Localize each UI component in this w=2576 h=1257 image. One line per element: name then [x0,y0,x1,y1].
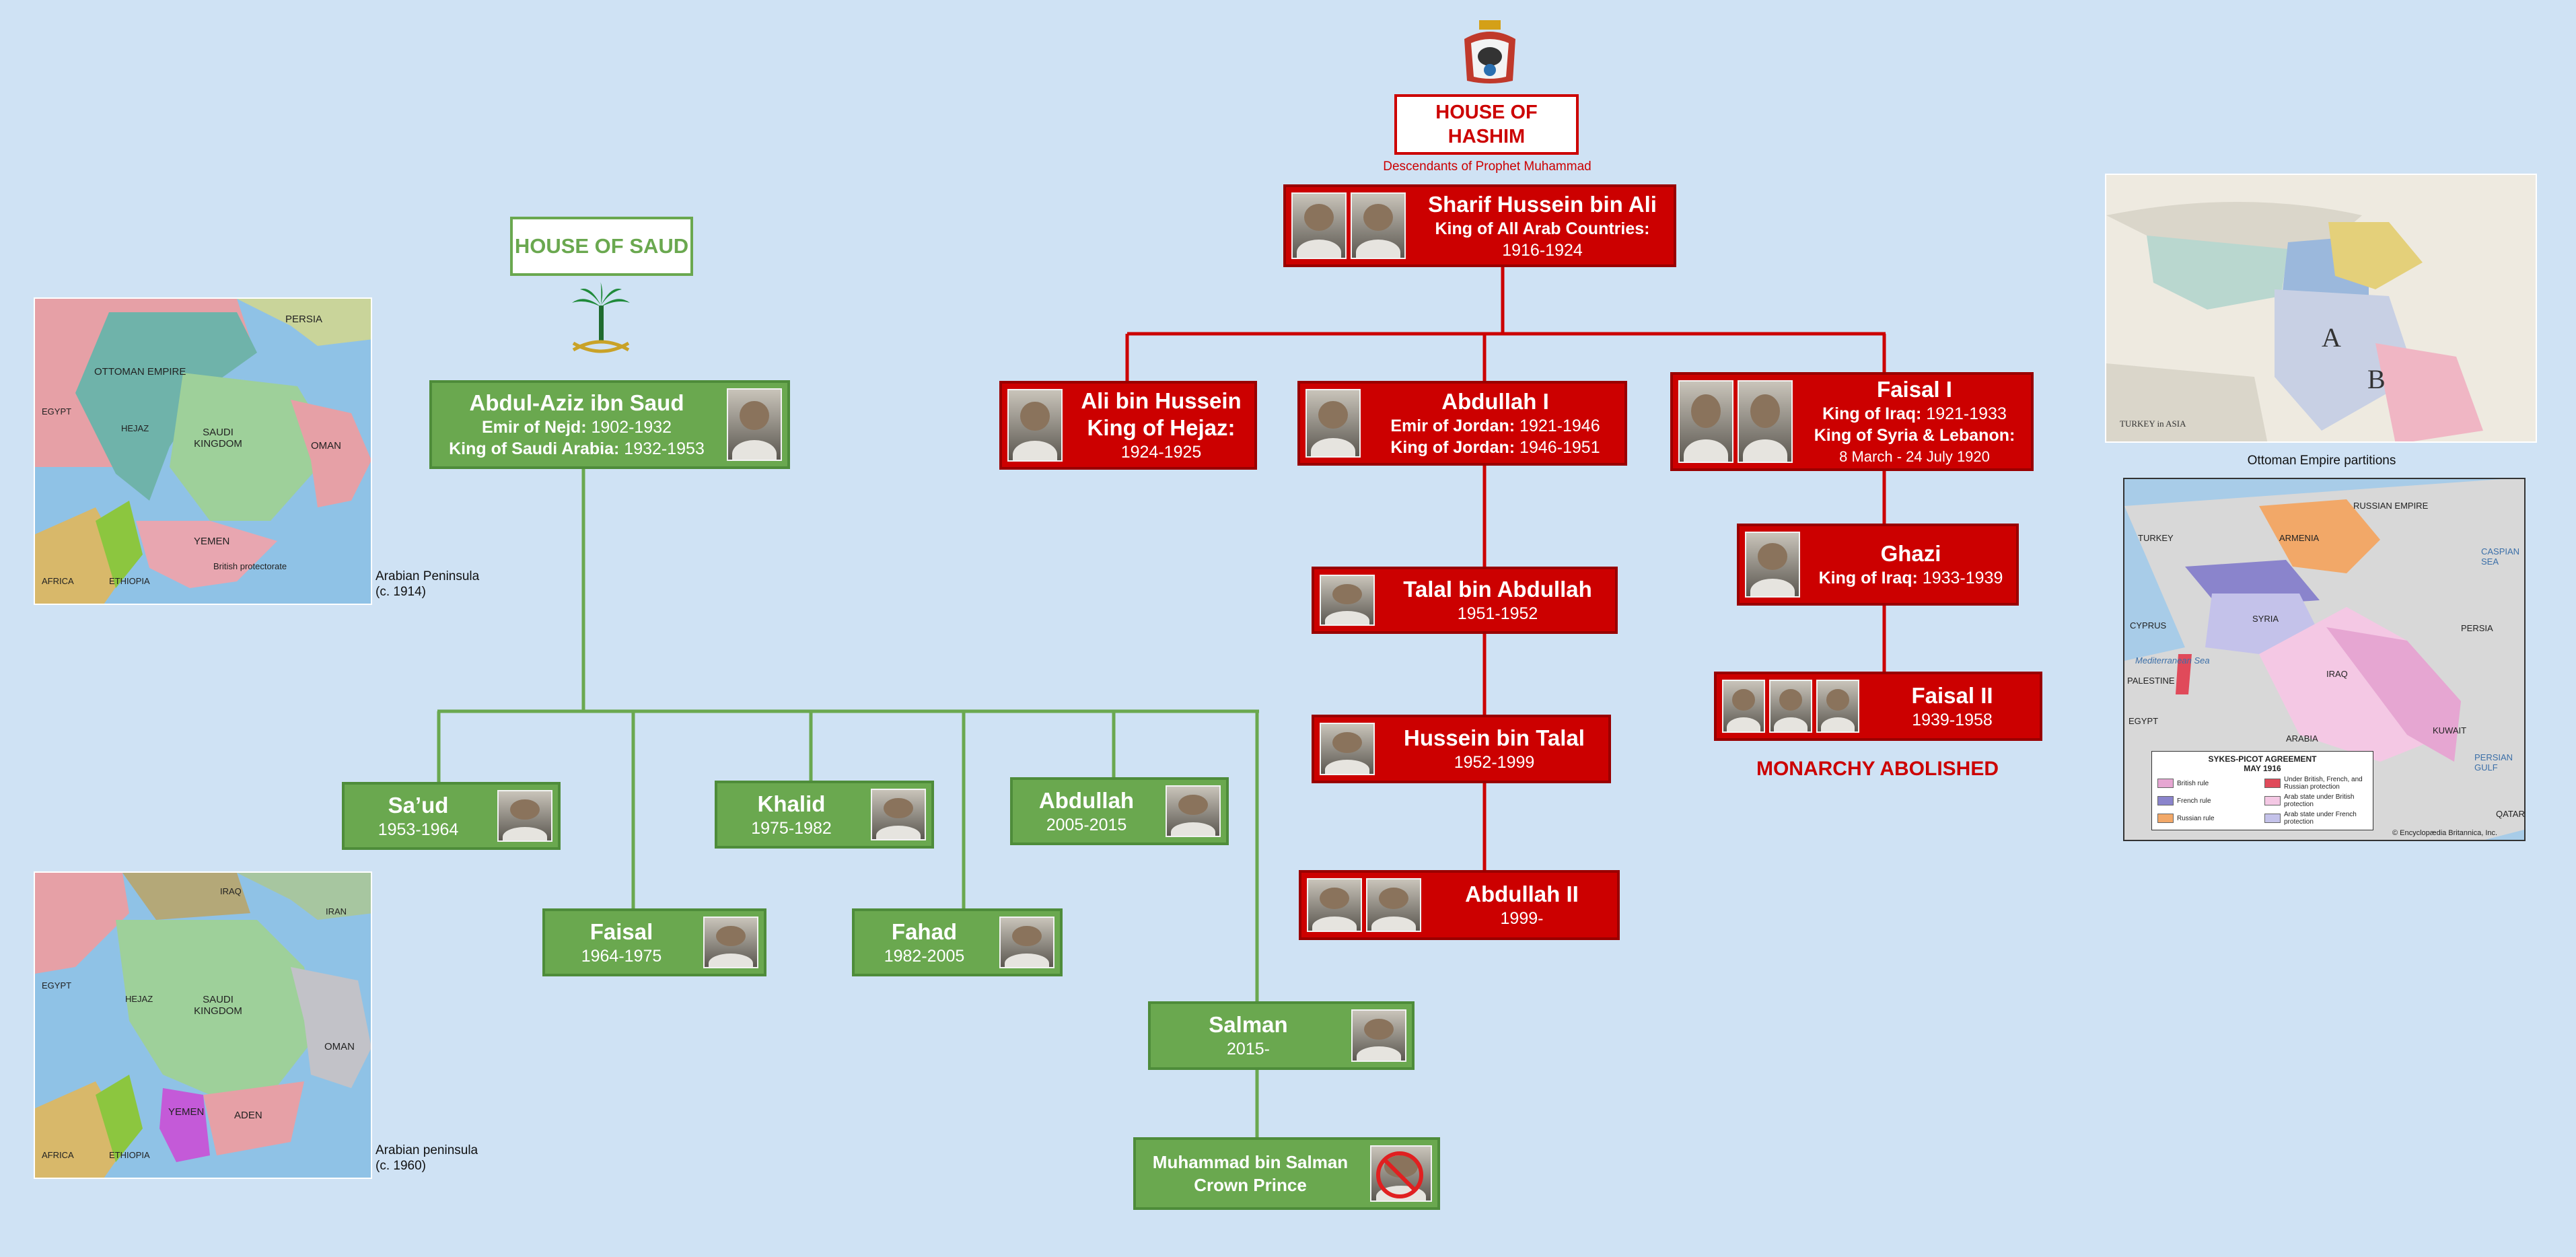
legend-label: Arab state under British protection [2284,793,2355,808]
person-name: Faisal I [1877,376,1952,402]
box-salman: Salman 2015- [1148,1001,1415,1070]
person-name: Abdul-Aziz ibn Saud [469,390,684,415]
map-arabian-peninsula-1914: OTTOMAN EMPIRE SAUDI KINGDOM PERSIA YEME… [34,297,372,605]
box-fahad: Fahad 1982-2005 [852,908,1063,976]
map-sykes-picot: RUSSIAN EMPIRE TURKEY ARMENIA SYRIA IRAQ… [2123,478,2526,841]
person-name: Hussein bin Talal [1404,725,1585,750]
portrait-photo [1320,575,1375,626]
portrait-photo [999,917,1054,968]
legend-entry: French rule [2157,793,2260,808]
box-talal-bin-abdullah: Talal bin Abdullah 1951-1952 [1312,567,1618,634]
legend-swatch [2157,796,2174,805]
box-hussein-bin-talal: Hussein bin Talal 1952-1999 [1312,715,1611,783]
legend-entry: Under British, French, and Russian prote… [2264,776,2367,791]
legend-entry: Arab state under French protection [2264,811,2367,826]
portrait-photo [703,917,758,968]
portrait-photo [1366,878,1421,932]
legend-label: French rule [2177,797,2211,805]
portrait-photo [1007,389,1063,462]
box-faisal-i: Faisal I King of Iraq: 1921-1933 King of… [1670,372,2034,471]
legend-label: Arab state under French protection [2284,811,2357,826]
portrait-photo [1320,723,1375,775]
person-name: Sa’ud [388,792,449,818]
person-name: Sharif Hussein bin Ali [1428,191,1657,217]
person-name: Muhammad bin Salman [1152,1152,1349,1172]
box-sharif-hussein: Sharif Hussein bin Ali King of All Arab … [1283,184,1676,267]
monarchy-abolished-label: MONARCHY ABOLISHED [1756,758,1999,780]
jordan-coat-of-arms-icon [1459,19,1521,85]
person-name: Talal bin Abdullah [1403,577,1592,602]
box-khalid: Khalid 1975-1982 [715,781,934,849]
box-muhammad-bin-salman: Muhammad bin Salman Crown Prince [1133,1137,1440,1210]
box-ghazi: Ghazi King of Iraq: 1933-1939 [1737,524,2019,606]
person-name: Fahad [891,919,958,944]
portrait-photo [497,790,552,842]
map-arabian-peninsula-1960: SAUDI KINGDOM IRAQ IRAN YEMEN ADEN OMAN … [34,871,372,1179]
sykes-picot-legend: SYKES-PICOT AGREEMENT MAY 1916 British r… [2151,751,2373,830]
box-ali-bin-hussein: Ali bin Hussein King of Hejaz: 1924-1925 [999,381,1257,470]
legend-entry: Russian rule [2157,811,2260,826]
legend-label: Under British, French, and Russian prote… [2284,776,2363,791]
legend-label: Russian rule [2177,814,2215,822]
house-of-saud-title: HOUSE OF SAUD [510,217,693,276]
box-faisal-ii: Faisal II 1939-1958 [1714,672,2042,741]
portrait-photo [1745,532,1800,598]
map-caption-1960: Arabian peninsula (c. 1960) [375,1143,478,1173]
person-name: Ghazi [1880,541,1941,566]
map-caption-1914: Arabian Peninsula (c. 1914) [375,569,480,599]
portrait-photo [1305,389,1361,458]
legend-entry: British rule [2157,776,2260,791]
map-ottoman-partitions: A B TURKEY in ASIA [2105,174,2537,443]
portrait-photo [871,789,926,840]
person-name: Abdullah II [1465,882,1579,906]
box-saud: Sa’ud 1953-1964 [342,782,561,850]
hashim-subtitle: Descendants of Prophet Muhammad [1383,159,1591,174]
person-name: Faisal II [1911,682,1993,708]
portrait-photo [1291,192,1347,259]
portrait-photo [1307,878,1362,932]
legend-label: British rule [2177,779,2209,787]
box-abdul-aziz-ibn-saud: Abdul-Aziz ibn Saud Emir of Nejd: 1902-1… [429,380,790,469]
portrait-photo [727,388,782,461]
portrait-photo [1678,380,1733,463]
person-name: Ali bin Hussein [1081,388,1242,413]
legend-swatch [2157,814,2174,823]
ottoman-map-caption: Ottoman Empire partitions [2247,454,2396,468]
person-name: Faisal [589,919,653,944]
person-name: Salman [1209,1012,1288,1037]
legend-swatch [2264,779,2281,788]
legend-swatch [2264,796,2281,805]
house-of-hashim-title: HOUSE OF HASHIM [1394,94,1579,155]
legend-swatch [2157,779,2174,788]
portrait-photo [1351,1009,1406,1062]
portrait-photo [1738,380,1793,463]
portrait-photo [1351,192,1406,259]
portrait-photo [1816,680,1859,733]
box-abdullah-i: Abdullah I Emir of Jordan: 1921-1946 Kin… [1297,381,1627,466]
box-faisal: Faisal 1964-1975 [542,908,766,976]
person-name: Abdullah I [1441,389,1549,414]
legend-swatch [2264,814,2281,823]
crossed-out-icon [1374,1149,1425,1200]
portrait-photo [1722,680,1765,733]
legend-entry: Arab state under British protection [2264,793,2367,808]
person-name: Abdullah [1038,787,1135,813]
person-name: Khalid [757,791,826,816]
portrait-photo [1166,785,1221,837]
box-abdullah-ii: Abdullah II 1999- [1299,870,1620,940]
saudi-emblem-icon [564,280,638,361]
box-abdullah: Abdullah 2005-2015 [1010,777,1229,845]
portrait-photo [1769,680,1812,733]
